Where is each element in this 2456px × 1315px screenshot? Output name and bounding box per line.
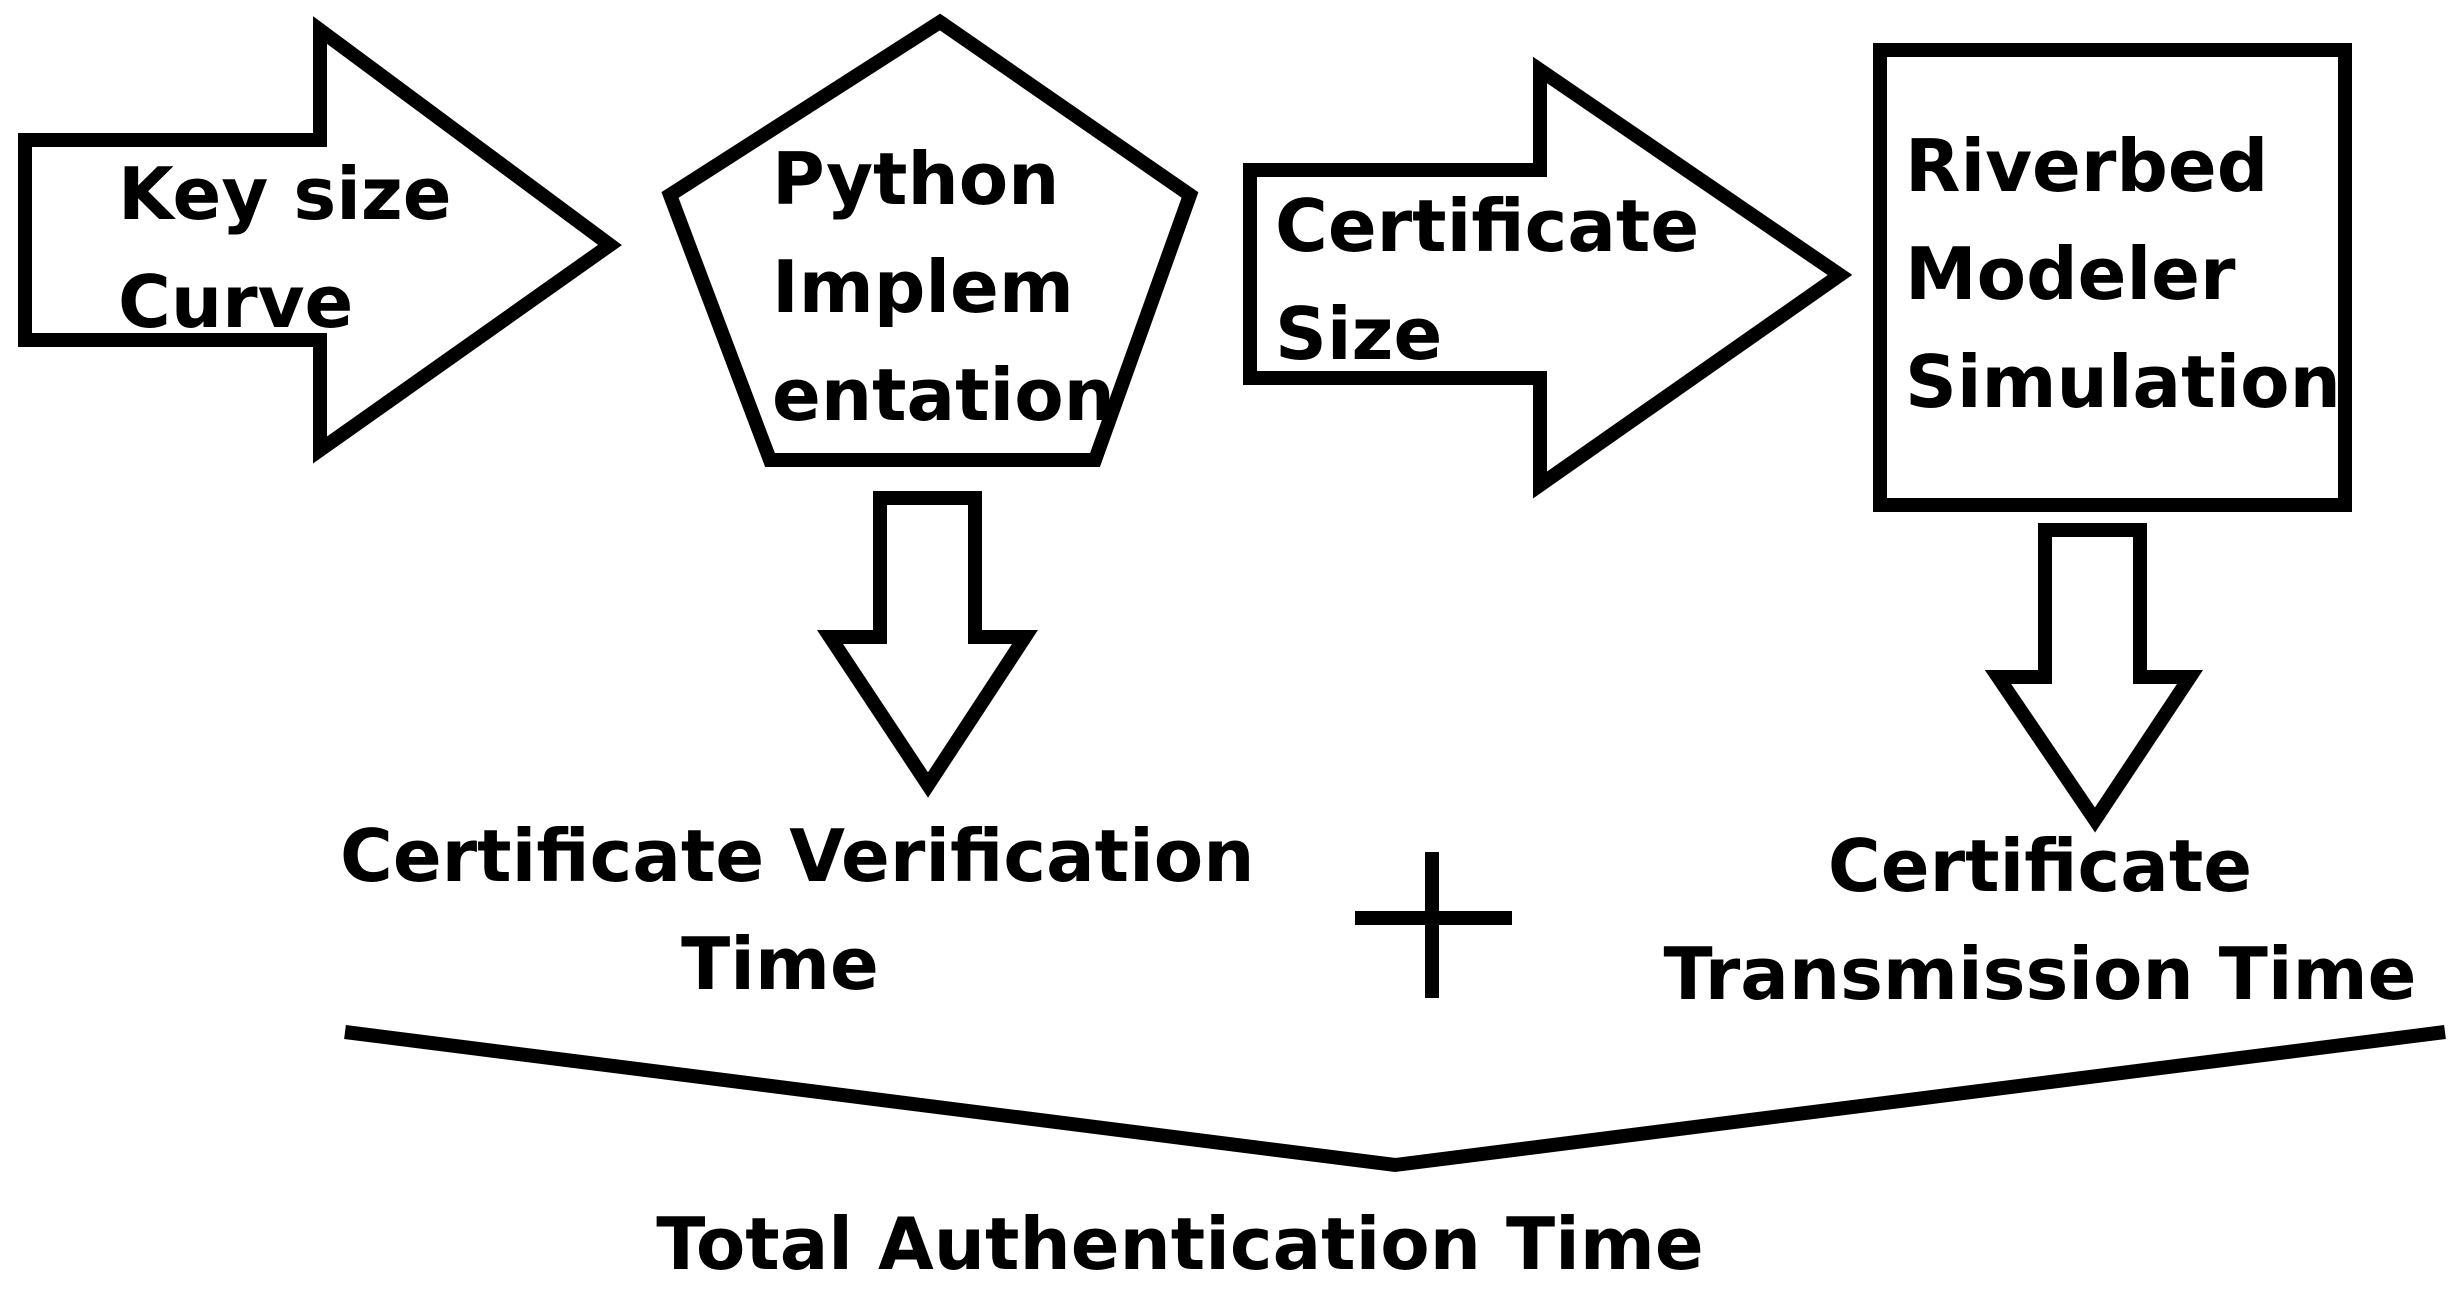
riverbed-box-shape [1873,43,2352,512]
verification-line-2: Time [681,922,879,1006]
size-text: Size [1275,292,1443,376]
verification-down-arrow-shape [816,491,1038,798]
key-size-text: Key size [118,152,452,236]
certificate-size-arrow-shape [1243,56,1853,499]
simulation-text: Simulation [1905,340,2341,424]
python-text: Python [772,137,1060,221]
python-implementation-label: Python Implem entation [772,125,1115,449]
key-size-curve-label: Key size Curve [118,140,452,356]
certificate-size-label: Certificate Size [1275,172,1699,388]
riverbed-text: Riverbed [1905,124,2269,208]
python-pentagon-shape [661,13,1199,467]
plus-icon [1355,852,1512,998]
certificate-text: Certificate [1275,184,1700,268]
modeler-text: Modeler [1905,232,2236,316]
converging-brace-shape [344,1025,2446,1173]
implem-text: Implem [772,245,1074,329]
verification-line-1: Certificate Verification [340,814,1255,898]
curve-text: Curve [118,260,354,344]
riverbed-modeler-simulation-label: Riverbed Modeler Simulation [1905,112,2341,436]
total-authentication-time-label: Total Authentication Time [656,1202,1704,1286]
entation-text: entation [772,353,1115,437]
transmission-line-2: Transmission Time [1663,932,2417,1016]
transmission-down-arrow-shape [1984,523,2204,833]
certificate-verification-time-label: Certificate Verification Time [340,802,1255,1018]
key-size-arrow-shape [18,16,622,464]
transmission-line-1: Certificate [1827,824,2253,908]
certificate-transmission-time-label: Certificate Transmission Time [1660,812,2420,1028]
